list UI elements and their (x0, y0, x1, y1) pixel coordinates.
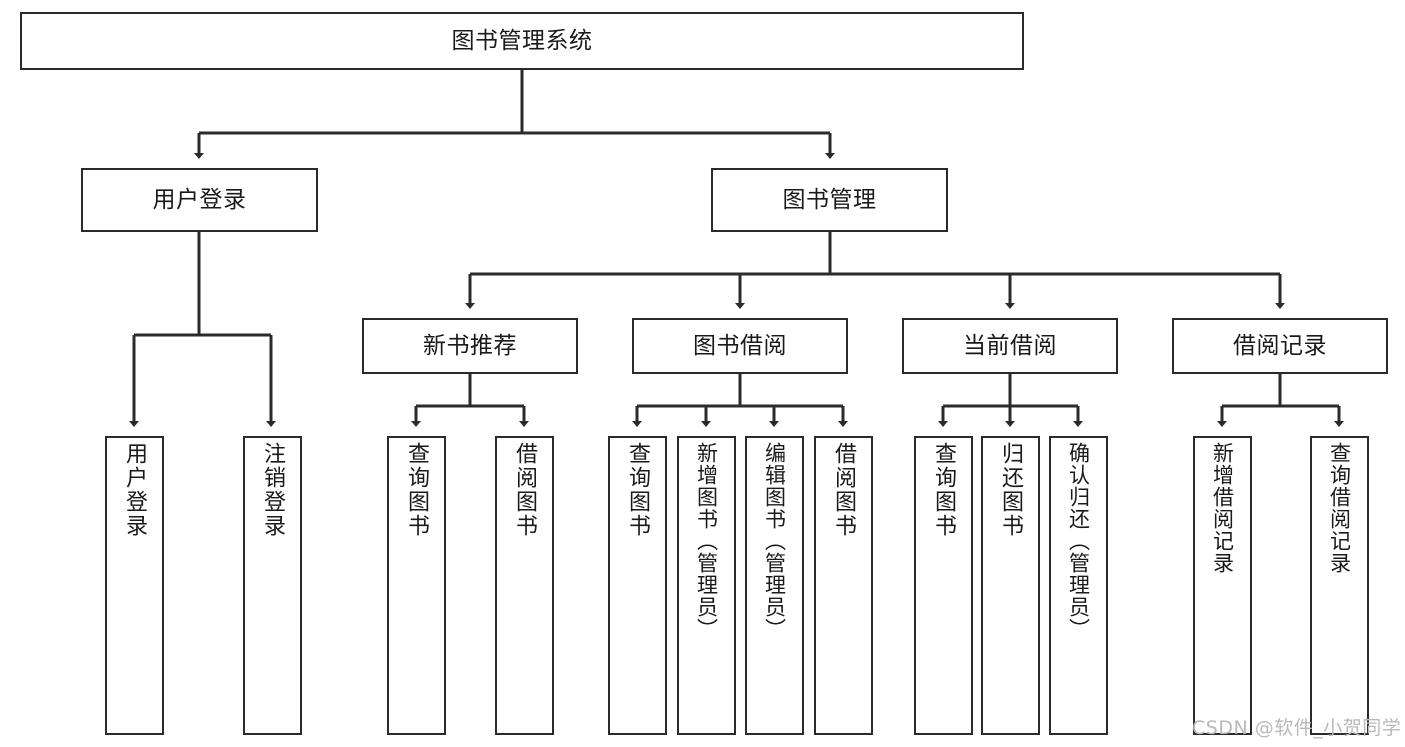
leaf-query-book-borrow[interactable]: 查询图书 (608, 436, 667, 735)
node-book-management[interactable]: 图书管理 (711, 168, 948, 232)
node-new-book-recommend[interactable]: 新书推荐 (362, 318, 578, 374)
leaf-user-login[interactable]: 用户登录 (105, 436, 164, 735)
leaf-query-book-current[interactable]: 查询图书 (914, 436, 973, 735)
leaf-confirm-return-admin[interactable]: 确认归还（管理员） (1049, 436, 1108, 735)
node-root-label: 图书管理系统 (451, 27, 593, 54)
leaf-query-book-newbook-label: 查询图书 (404, 442, 430, 538)
leaf-borrow-book-newbook-label: 借阅图书 (512, 442, 538, 538)
leaf-query-book-borrow-label: 查询图书 (625, 442, 651, 538)
node-current-borrow[interactable]: 当前借阅 (902, 318, 1118, 374)
node-book-management-label: 图书管理 (782, 186, 877, 213)
leaf-borrow-book-borrow-label: 借阅图书 (831, 442, 857, 538)
leaf-return-book[interactable]: 归还图书 (981, 436, 1040, 735)
leaf-add-borrow-record[interactable]: 新增借阅记录 (1193, 436, 1252, 735)
leaf-query-borrow-record-label: 查询借阅记录 (1327, 442, 1352, 574)
node-new-book-recommend-label: 新书推荐 (423, 332, 517, 359)
leaf-query-borrow-record[interactable]: 查询借阅记录 (1310, 436, 1369, 735)
leaf-confirm-return-admin-label: 确认归还（管理员） (1066, 442, 1091, 640)
node-borrow-records[interactable]: 借阅记录 (1172, 318, 1388, 374)
leaf-add-borrow-record-label: 新增借阅记录 (1210, 442, 1235, 574)
leaf-return-book-label: 归还图书 (998, 442, 1024, 538)
node-current-borrow-label: 当前借阅 (963, 332, 1057, 359)
node-book-borrow-label: 图书借阅 (693, 332, 787, 359)
leaf-edit-book-admin[interactable]: 编辑图书（管理员） (745, 436, 804, 735)
node-user-login-label: 用户登录 (152, 186, 247, 213)
leaf-logout-label: 注销登录 (260, 442, 286, 538)
leaf-logout[interactable]: 注销登录 (243, 436, 302, 735)
node-root[interactable]: 图书管理系统 (20, 12, 1024, 70)
leaf-query-book-current-label: 查询图书 (931, 442, 957, 538)
leaf-borrow-book-borrow[interactable]: 借阅图书 (814, 436, 873, 735)
csdn-watermark: CSDN @软件_小贺同学 (1192, 717, 1402, 739)
leaf-edit-book-admin-label: 编辑图书（管理员） (762, 442, 787, 640)
node-book-borrow[interactable]: 图书借阅 (632, 318, 848, 374)
leaf-borrow-book-newbook[interactable]: 借阅图书 (495, 436, 554, 735)
node-borrow-records-label: 借阅记录 (1233, 332, 1327, 359)
leaf-query-book-newbook[interactable]: 查询图书 (387, 436, 446, 735)
node-user-login[interactable]: 用户登录 (81, 168, 318, 232)
leaf-user-login-label: 用户登录 (122, 442, 148, 538)
leaf-add-book-admin[interactable]: 新增图书（管理员） (677, 436, 736, 735)
leaf-add-book-admin-label: 新增图书（管理员） (694, 442, 719, 640)
